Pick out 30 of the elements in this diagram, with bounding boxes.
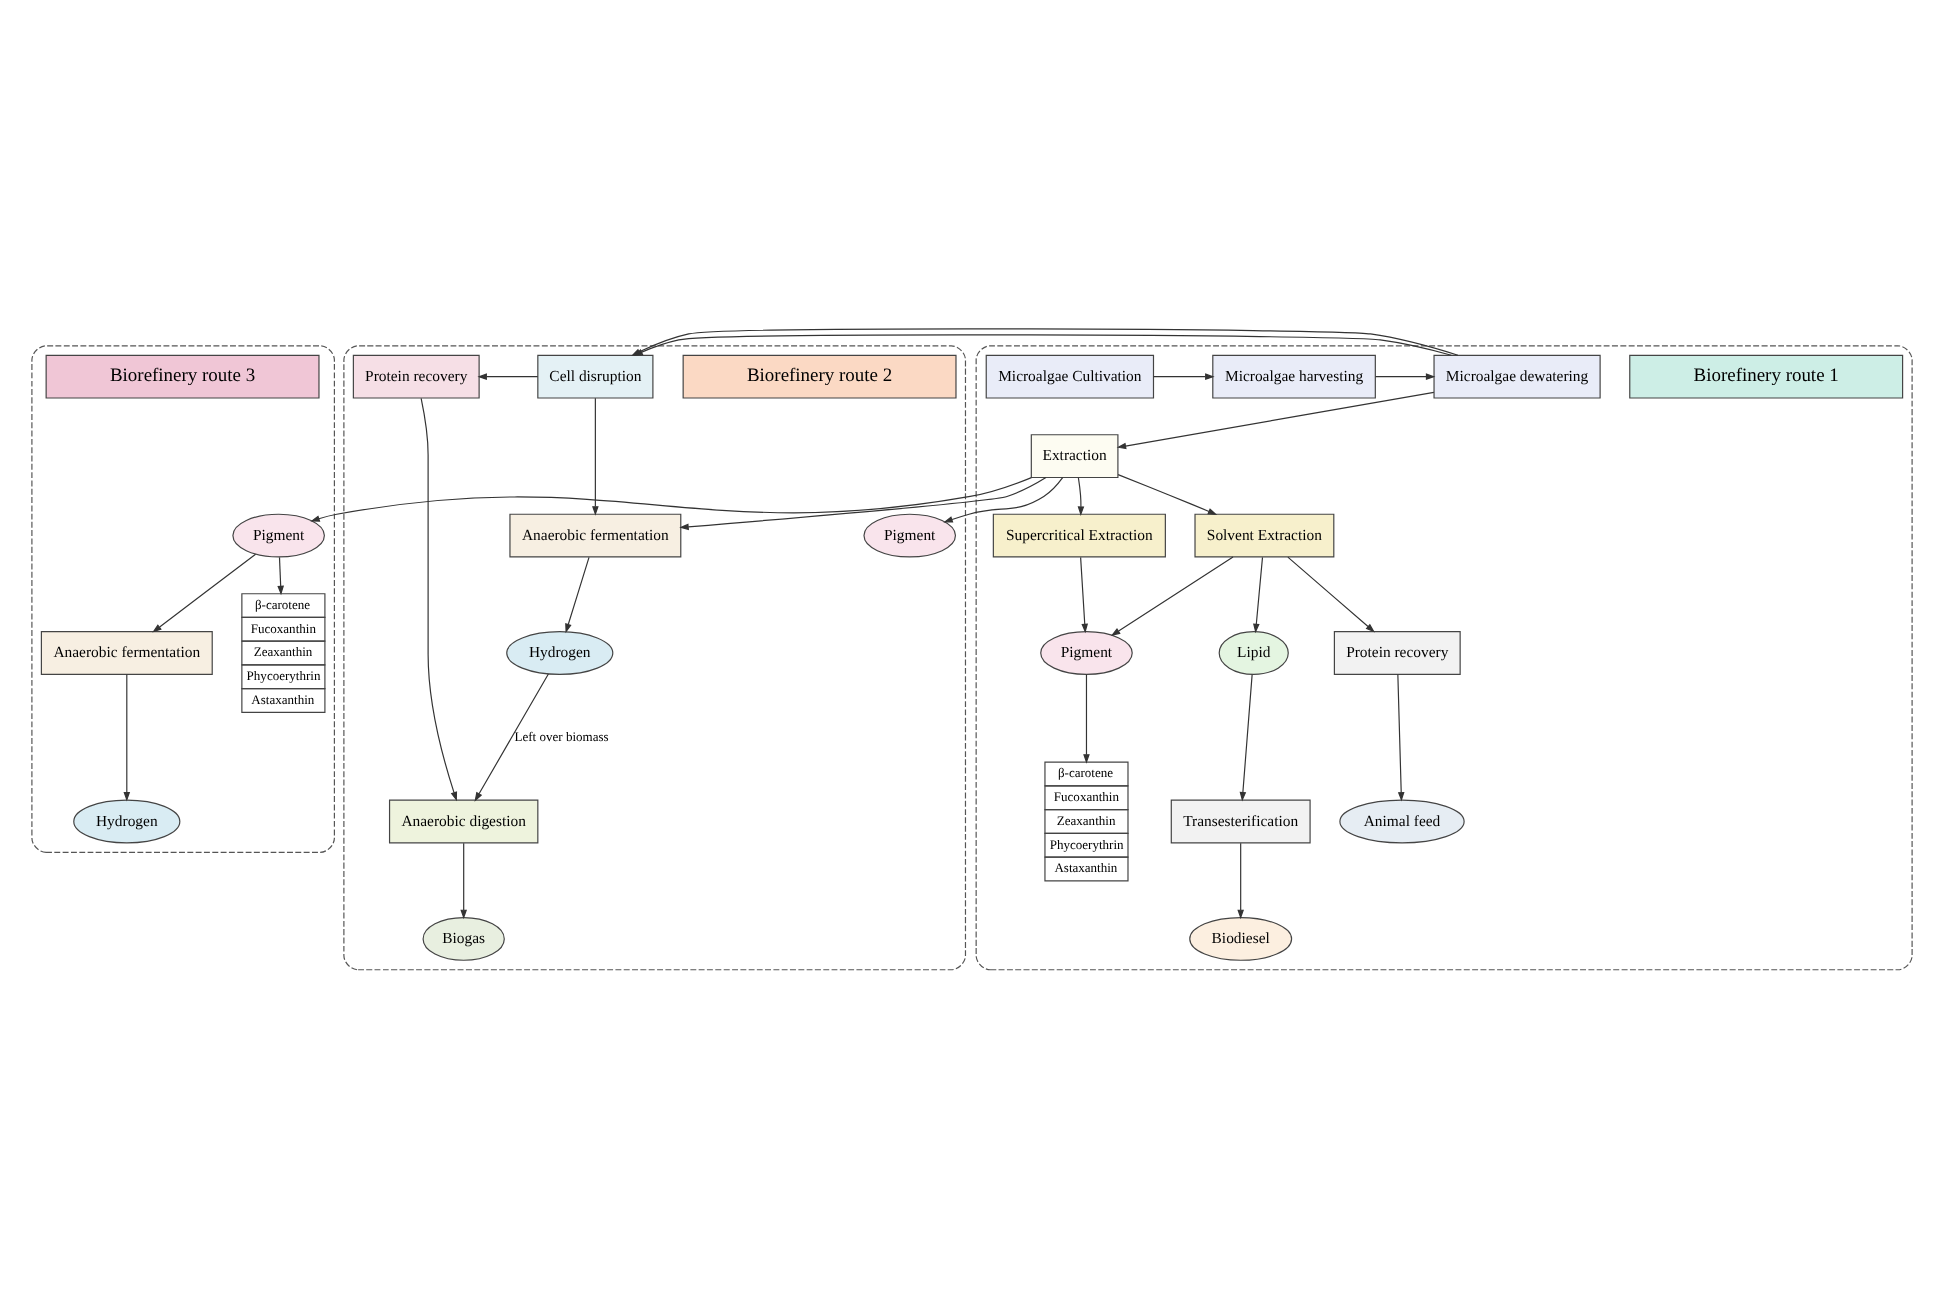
node-box: Biorefinery route 1 xyxy=(1629,354,1904,399)
arrow xyxy=(277,556,284,596)
node-box: Biorefinery route 3 xyxy=(45,354,320,399)
arrow xyxy=(123,674,131,802)
cluster xyxy=(975,345,1913,971)
arrow xyxy=(460,842,468,920)
arrow xyxy=(1116,391,1435,450)
node-box: Biorefinery route 2 xyxy=(682,354,957,399)
arrow xyxy=(1374,373,1436,380)
arrow xyxy=(474,673,549,802)
arrow xyxy=(1080,556,1089,634)
arrow xyxy=(477,373,539,380)
arrow xyxy=(1152,373,1215,380)
arrow xyxy=(1287,556,1375,633)
arrow xyxy=(152,553,257,633)
cluster xyxy=(31,345,335,853)
arrow xyxy=(1239,674,1253,802)
arrow xyxy=(1237,842,1244,920)
arrow xyxy=(1077,477,1085,516)
arrow xyxy=(1253,556,1264,634)
arrow xyxy=(592,397,599,516)
arrow xyxy=(943,477,1064,523)
arrow xyxy=(310,477,1033,522)
arrow xyxy=(1117,474,1218,515)
arrow xyxy=(565,556,590,634)
arrow xyxy=(1110,556,1234,637)
arrow xyxy=(420,397,458,802)
arrow xyxy=(1083,674,1090,764)
arrow xyxy=(679,477,1047,531)
arrow xyxy=(1397,674,1405,802)
